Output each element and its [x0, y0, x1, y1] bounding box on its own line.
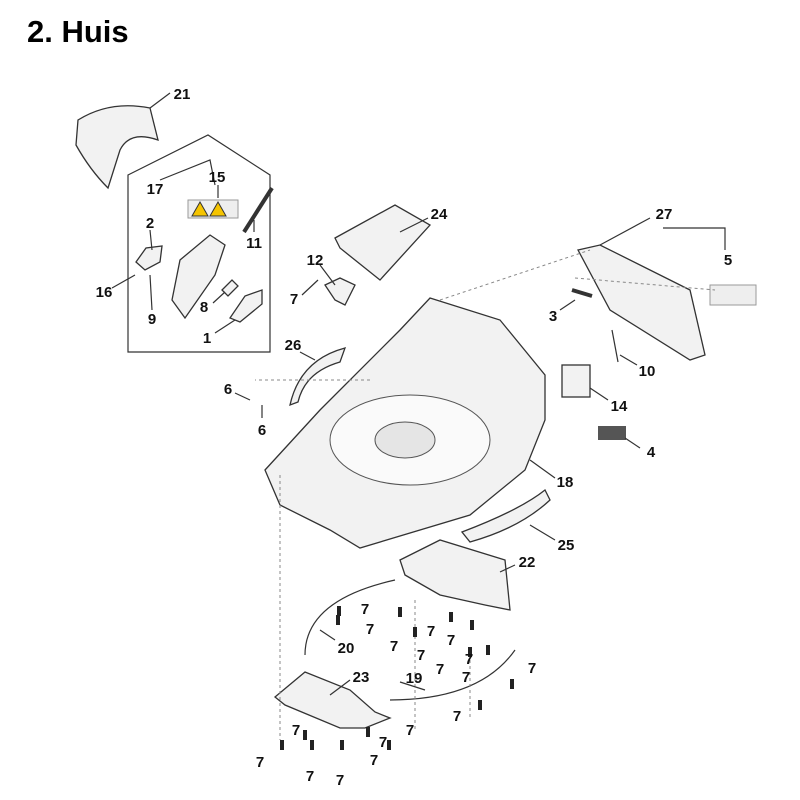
screw-icon: [478, 700, 482, 710]
callout-19: 19: [406, 670, 423, 687]
screw-icon: [280, 740, 284, 750]
callout-4: 4: [647, 444, 656, 461]
part-19-rail: [389, 649, 516, 701]
screw-icon: [468, 647, 472, 657]
leader-lines: [111, 92, 726, 696]
callouts: 21 17 15 11 2 16 9 8 1 24 12 7 27 5 3 10 14 4 26 6 6 18 25 22 20…: [96, 86, 733, 789]
callout-7: 7: [390, 638, 398, 655]
callout-11: 11: [246, 235, 262, 252]
screw-icon: [510, 679, 514, 689]
callout-7: 7: [528, 660, 536, 677]
callout-10: 10: [639, 363, 656, 380]
callout-7: 7: [436, 661, 444, 678]
callout-23: 23: [353, 669, 370, 686]
callout-7: 7: [306, 768, 314, 785]
callout-8: 8: [200, 299, 208, 316]
screw-icon: [387, 740, 391, 750]
screw-icon: [303, 730, 307, 740]
screw-icon: [398, 607, 402, 617]
screw-icon: [337, 606, 341, 616]
callout-7: 7: [406, 722, 414, 739]
part-20-rail: [304, 579, 396, 656]
part-27-flap: [577, 244, 706, 361]
part-12: [324, 277, 356, 306]
callout-15: 15: [209, 169, 226, 186]
part-1: [229, 289, 263, 323]
callout-12: 12: [307, 252, 324, 269]
callout-7: 7: [453, 708, 461, 725]
callout-20: 20: [338, 640, 355, 657]
callout-18: 18: [557, 474, 574, 491]
callout-7: 7: [256, 754, 264, 771]
callout-14: 14: [611, 398, 628, 415]
callout-24: 24: [431, 206, 448, 223]
guide-lines: [255, 249, 716, 740]
callout-7: 7: [417, 647, 425, 664]
part-23: [273, 671, 392, 729]
screw-icon: [413, 627, 417, 637]
callout-22: 22: [519, 554, 536, 571]
part-2: [135, 245, 163, 271]
page-title: 2. Huis: [27, 14, 129, 49]
screw-icon: [340, 740, 344, 750]
callout-7: 7: [427, 623, 435, 640]
part-8: [221, 279, 239, 297]
part-21-cover: [75, 105, 159, 190]
screw-icon: [486, 645, 490, 655]
callout-1: 1: [203, 330, 211, 347]
callout-17: 17: [147, 181, 164, 198]
part-22: [399, 539, 511, 611]
part-14-grille: [561, 364, 591, 398]
callout-5: 5: [724, 252, 732, 269]
part-24-flap: [334, 204, 432, 281]
callout-7: 7: [361, 601, 369, 618]
callout-26: 26: [285, 337, 302, 354]
part-26: [289, 347, 347, 407]
callout-7: 7: [290, 291, 298, 308]
callout-7: 7: [447, 632, 455, 649]
callout-27: 27: [656, 206, 673, 223]
part-11-rod: [242, 186, 274, 234]
callout-25: 25: [558, 537, 575, 554]
motor-mount: [374, 421, 436, 459]
part-4-label: [598, 426, 626, 440]
callout-7: 7: [465, 651, 473, 668]
part-25: [460, 488, 551, 543]
part-3: [571, 288, 593, 298]
warning-label-5: [709, 284, 757, 306]
screw-icon: [470, 620, 474, 630]
screw-icon: [310, 740, 314, 750]
callout-7: 7: [370, 752, 378, 769]
callout-6: 6: [258, 422, 266, 439]
callout-3: 3: [549, 308, 557, 325]
warning-label-15: [187, 199, 239, 219]
callout-9: 9: [148, 311, 156, 328]
screw-icon: [336, 615, 340, 625]
callout-2: 2: [146, 215, 154, 232]
callout-7: 7: [336, 772, 344, 789]
part-10: [611, 329, 619, 363]
screw-icon: [366, 727, 370, 737]
callout-7: 7: [366, 621, 374, 638]
callout-7: 7: [292, 722, 300, 739]
callout-21: 21: [174, 86, 191, 103]
callout-6: 6: [224, 381, 232, 398]
screws-7: [280, 606, 514, 750]
callout-7: 7: [379, 734, 387, 751]
inset-frame: [127, 134, 271, 353]
screw-icon: [449, 612, 453, 622]
callout-7: 7: [462, 669, 470, 686]
part-17-cover: [171, 234, 226, 320]
callout-16: 16: [96, 284, 113, 301]
